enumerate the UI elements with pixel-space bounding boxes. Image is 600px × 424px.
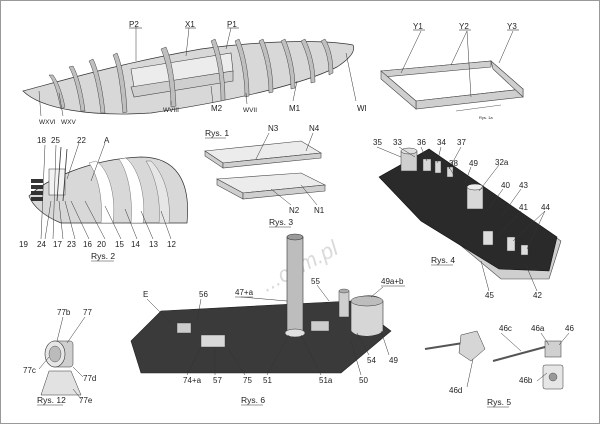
- label-p1: P1: [227, 20, 237, 29]
- label-14: 14: [131, 240, 140, 249]
- label-77: 77: [83, 308, 92, 317]
- label-y1: Y1: [413, 22, 423, 31]
- label-m1: M1: [289, 104, 301, 113]
- caption-rys12: Rys. 12: [37, 395, 66, 405]
- label-51: 51: [263, 376, 272, 385]
- label-77c: 77c: [23, 366, 36, 375]
- label-19: 19: [19, 240, 28, 249]
- label-wviii: WVIII: [163, 107, 179, 114]
- label-55: 55: [311, 277, 320, 286]
- searchlight-figure: [38, 316, 86, 400]
- label-46: 46: [565, 324, 574, 333]
- caption-rys3: Rys. 3: [269, 217, 293, 227]
- label-32a: 32a: [495, 158, 509, 167]
- main-deck-figure: [130, 233, 392, 376]
- label-17: 17: [53, 240, 62, 249]
- label-n1: N1: [314, 206, 325, 215]
- label-34: 34: [437, 138, 446, 147]
- label-36: 36: [417, 138, 426, 147]
- label-46d: 46d: [449, 386, 462, 395]
- guns-figure: [424, 330, 570, 390]
- label-44: 44: [541, 203, 550, 212]
- label-x1: X1: [185, 20, 195, 29]
- label-m2: M2: [211, 104, 223, 113]
- label-56: 56: [199, 290, 208, 299]
- label-74a: 74+a: [183, 376, 202, 385]
- caption-rys5: Rys. 5: [487, 397, 511, 407]
- caption-rys6: Rys. 6: [241, 395, 265, 405]
- label-wi: WI: [357, 104, 367, 113]
- caption-rys4: Rys. 4: [431, 255, 455, 265]
- label-n2: N2: [289, 206, 300, 215]
- label-23: 23: [67, 240, 76, 249]
- label-40: 40: [501, 181, 510, 190]
- caption-rys1: Rys. 1: [205, 128, 229, 138]
- n-parts-figure: [204, 132, 327, 206]
- label-57: 57: [213, 376, 222, 385]
- label-n3: N3: [268, 124, 279, 133]
- label-wxvi: WXVI: [39, 119, 56, 126]
- deck-plan-figure: [376, 146, 562, 292]
- label-18: 18: [37, 136, 46, 145]
- hull-skeleton-figure: [22, 27, 357, 117]
- label-n4: N4: [309, 124, 320, 133]
- label-77e: 77e: [79, 396, 93, 405]
- label-25: 25: [51, 136, 60, 145]
- label-43: 43: [519, 181, 528, 190]
- label-22: 22: [77, 136, 86, 145]
- bow-plating-figure: [28, 142, 188, 240]
- label-y3: Y3: [507, 22, 517, 31]
- label-37: 37: [457, 138, 466, 147]
- label-a: A: [104, 136, 110, 145]
- label-49-main: 49: [389, 356, 398, 365]
- caption-rys2: Rys. 2: [91, 251, 115, 261]
- label-42: 42: [533, 291, 542, 300]
- label-77b: 77b: [57, 308, 71, 317]
- label-75: 75: [243, 376, 252, 385]
- label-54: 54: [367, 356, 376, 365]
- label-47a: 47+a: [235, 288, 254, 297]
- label-41: 41: [519, 203, 528, 212]
- label-45: 45: [485, 291, 494, 300]
- label-35: 35: [373, 138, 382, 147]
- label-20: 20: [97, 240, 106, 249]
- label-e: E: [143, 290, 148, 299]
- label-12: 12: [167, 240, 176, 249]
- label-p2: P2: [129, 20, 139, 29]
- label-15: 15: [115, 240, 124, 249]
- label-13: 13: [149, 240, 158, 249]
- label-49ab: 49a+b: [381, 277, 404, 286]
- label-46b: 46b: [519, 376, 533, 385]
- label-wxv: WXV: [61, 119, 76, 126]
- label-50: 50: [359, 376, 368, 385]
- small-note: Rys. 1a: [479, 115, 493, 120]
- label-33: 33: [393, 138, 402, 147]
- label-46a: 46a: [531, 324, 545, 333]
- label-y2: Y2: [459, 22, 469, 31]
- label-wvii: WVII: [243, 107, 257, 114]
- label-77d: 77d: [83, 374, 96, 383]
- label-24: 24: [37, 240, 46, 249]
- y-frame-figure: Rys. 1a: [380, 30, 524, 120]
- label-46c: 46c: [499, 324, 512, 333]
- label-38: 38: [449, 159, 458, 168]
- label-49-deck: 49: [469, 159, 478, 168]
- label-16: 16: [83, 240, 92, 249]
- label-51a: 51a: [319, 376, 333, 385]
